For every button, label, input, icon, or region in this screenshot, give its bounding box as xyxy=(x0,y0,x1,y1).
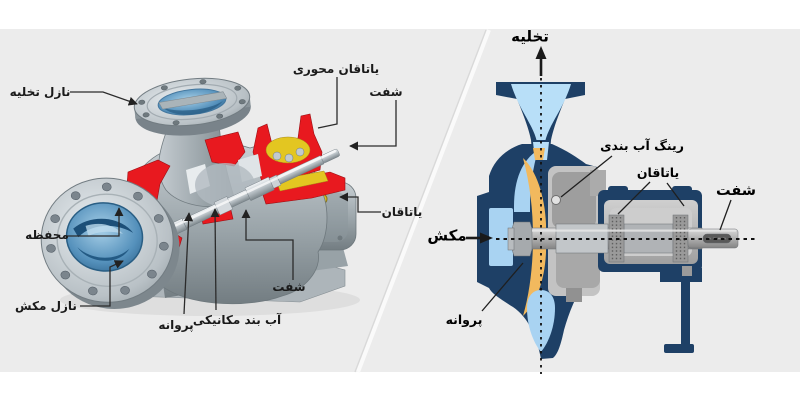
right-pump-cross-section xyxy=(466,46,757,374)
thrust-bearing-yellow xyxy=(265,136,329,192)
suction-water-column xyxy=(489,208,513,266)
label-discharge: تخلیه xyxy=(511,27,549,46)
leader-lines-right xyxy=(481,155,732,312)
impeller-inside-suction xyxy=(73,218,134,261)
leader-impeller xyxy=(481,262,524,312)
leader-bearing xyxy=(339,192,381,213)
label-discharge-nozzle: نازل تخلیه xyxy=(9,85,71,99)
leader-shaft xyxy=(719,199,732,231)
leader-lines-left xyxy=(67,77,397,315)
leader-suction-nozzle xyxy=(80,260,124,307)
support-foot xyxy=(664,266,694,353)
label-seal-ring: رینگ آب بندی xyxy=(600,137,684,153)
leader-thrust-bearing xyxy=(317,77,338,129)
leader-bearing-left xyxy=(617,181,651,215)
bearing-frame-2d xyxy=(598,186,702,353)
label-mechanical-seal: آب بند مکانیکی xyxy=(192,313,282,327)
label-shaft-bottom: شفت xyxy=(272,280,306,294)
label-bearing-right-diagram: یاتاقان xyxy=(636,164,680,180)
discharge-flange xyxy=(133,77,251,136)
leader-bearing-right xyxy=(666,182,685,207)
label-casing: محفظه xyxy=(25,228,69,242)
bearing-bands xyxy=(608,214,689,263)
leader-discharge-nozzle xyxy=(70,91,138,106)
leader-mechanical-seal xyxy=(210,208,220,311)
leader-impeller xyxy=(183,212,194,315)
leader-shaft-bottom xyxy=(241,209,294,280)
label-suction: مکش xyxy=(427,226,467,245)
divider-line xyxy=(354,29,491,373)
discharge-arrow-icon xyxy=(535,46,547,76)
leader-shaft-top xyxy=(349,100,397,151)
label-suction-nozzle: نازل مکش xyxy=(15,299,77,313)
centerlines xyxy=(496,78,757,374)
upper-water-passage xyxy=(514,150,538,212)
left-pump-3d-cutaway xyxy=(40,77,397,316)
label-shaft-top: شفت xyxy=(369,85,403,99)
label-bearing-left-diagram: یاتاقان xyxy=(381,205,423,219)
label-thrust-bearing: یاتاقان محوری xyxy=(292,62,380,76)
suction-arrow-icon xyxy=(466,232,493,244)
label-shaft-right: شفت xyxy=(715,182,757,199)
seal-ring-2d xyxy=(551,195,561,205)
lower-water-bulb xyxy=(527,290,555,352)
suction-flange xyxy=(40,177,180,309)
discharge-nozzle-2d xyxy=(496,82,585,142)
leader-casing xyxy=(67,207,124,237)
leader-seal-ring xyxy=(560,155,613,198)
label-impeller-left: پروانه xyxy=(158,318,194,332)
label-impeller-right: پروانه xyxy=(445,311,483,327)
